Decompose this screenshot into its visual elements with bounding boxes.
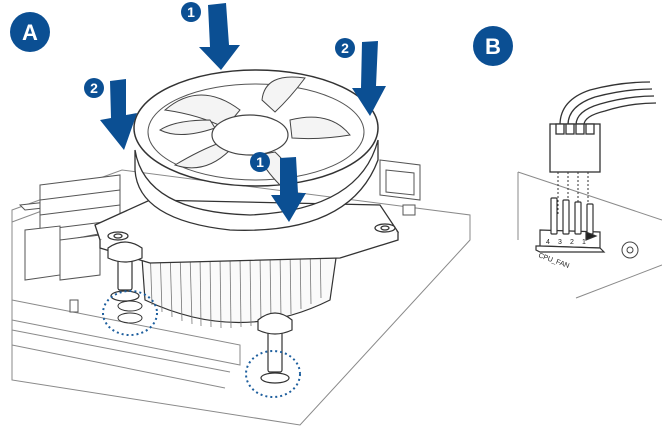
svg-text:A: A [22, 20, 38, 45]
svg-text:2: 2 [90, 80, 98, 96]
svg-text:4: 4 [546, 239, 550, 246]
panel-b-board [517, 171, 662, 299]
step-badge-1-center: 1 [250, 152, 270, 172]
fan-plug [549, 123, 601, 173]
push-pin-left [107, 241, 143, 302]
fan-cable-wires [559, 81, 657, 126]
arrow-down-center [271, 157, 306, 222]
pin-hole-highlight-bottom [245, 350, 301, 398]
svg-text:1: 1 [187, 4, 195, 20]
svg-text:1: 1 [582, 239, 586, 246]
cpu-fan-label: CPU_FAN [537, 252, 570, 270]
connector-pin-marks: 4 3 2 1 [546, 239, 586, 246]
push-pin-bottom [257, 312, 293, 384]
panel-b: B [473, 26, 662, 299]
connector-guide-lines [557, 172, 589, 215]
arrow-diag-right [352, 41, 386, 116]
step-badge-2-left: 2 [84, 78, 104, 98]
svg-text:3: 3 [558, 239, 562, 246]
cpu-fan-header [535, 197, 606, 253]
step-badge-2-right: 2 [335, 38, 355, 58]
step-badge-1-top: 1 [181, 2, 201, 22]
svg-text:1: 1 [256, 154, 264, 170]
panel-a-badge: A [10, 12, 50, 52]
svg-text:2: 2 [341, 40, 349, 56]
arrow-down-top [199, 3, 240, 70]
panel-a: 1 1 2 2 A [10, 2, 471, 426]
svg-text:2: 2 [570, 239, 574, 246]
panel-b-badge: B [473, 26, 513, 66]
pin-hole-highlight-left [102, 290, 158, 336]
arrow-diag-left [100, 79, 137, 150]
svg-text:B: B [485, 34, 501, 59]
right-components [379, 159, 421, 216]
